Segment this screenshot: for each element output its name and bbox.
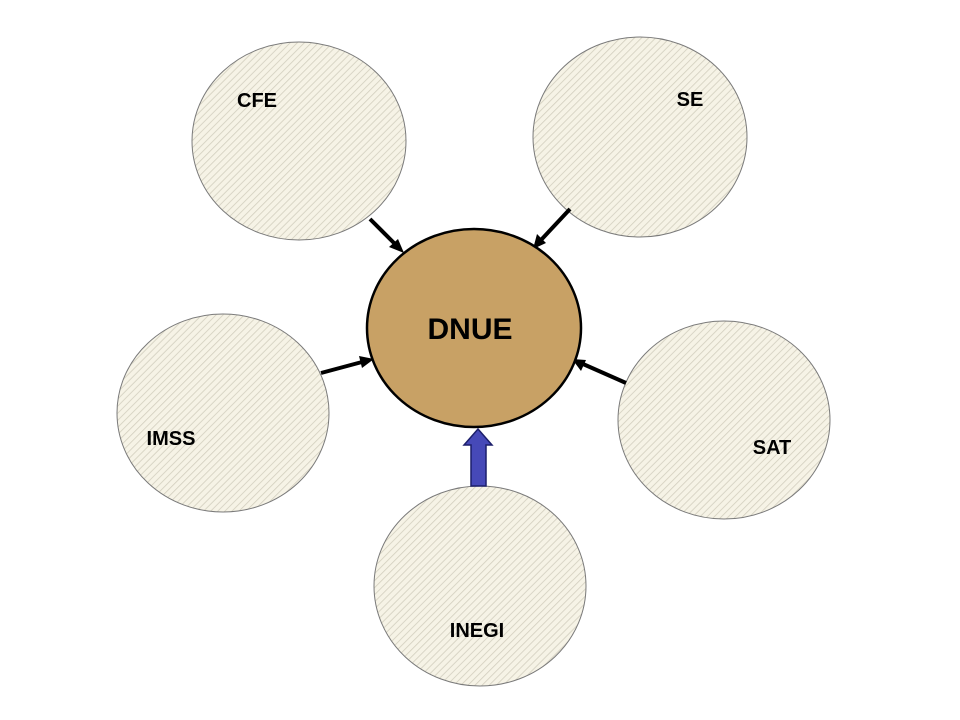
node-sat-circle: [617, 320, 831, 520]
node-inegi-circle: [373, 485, 587, 687]
node-cfe-circle: [191, 41, 407, 241]
node-se-label: SE: [677, 89, 704, 111]
node-inegi-label: INEGI: [450, 620, 504, 642]
node-sat-label: SAT: [753, 437, 792, 459]
node-dnue-label: DNUE: [427, 313, 512, 346]
arrow-sat-to-dnue: [572, 359, 627, 385]
node-inegi: INEGI: [373, 485, 587, 687]
arrow-se-to-dnue: [533, 207, 572, 249]
node-imss: IMSS: [116, 313, 330, 513]
node-sat: SAT: [617, 320, 831, 520]
node-se-circle: [532, 36, 748, 238]
node-cfe-label: CFE: [237, 90, 277, 112]
node-cfe: CFE: [191, 41, 407, 241]
node-dnue-circle: [365, 227, 583, 429]
arrow-inegi-to-dnue: [462, 427, 494, 487]
arrow-imss-to-dnue: [320, 356, 374, 375]
node-se: SE: [532, 36, 748, 238]
arrow-cfe-to-dnue: [368, 217, 404, 253]
node-imss-circle: [116, 313, 330, 513]
node-dnue: DNUE: [365, 227, 583, 429]
blue-block-arrow: [462, 427, 494, 487]
node-imss-label: IMSS: [147, 428, 196, 450]
